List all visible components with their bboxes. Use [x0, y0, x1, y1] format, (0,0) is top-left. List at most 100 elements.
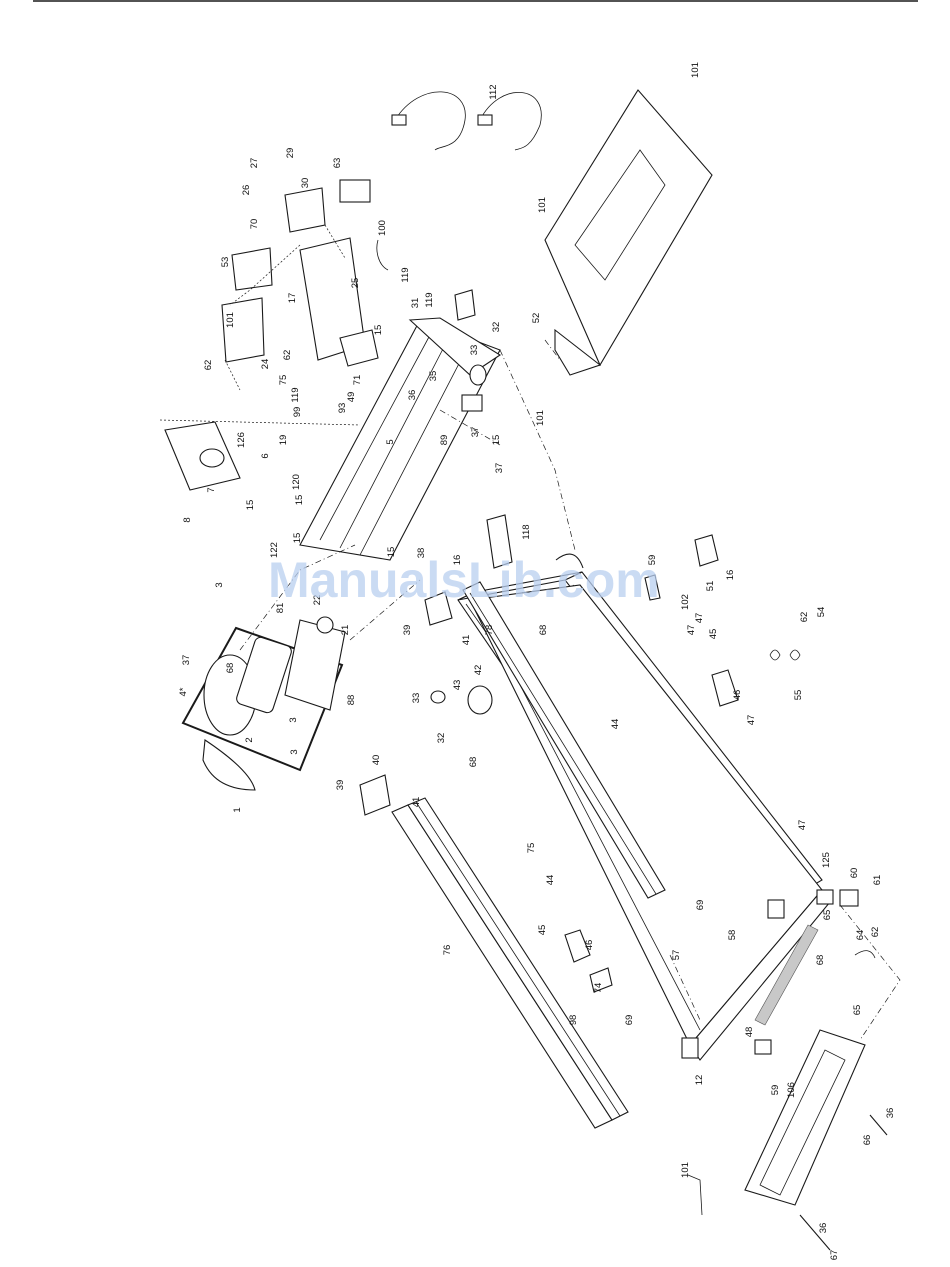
cord-102-b [479, 92, 542, 151]
callout-119-112: 119 [290, 387, 301, 402]
callout-36-37: 36 [885, 1108, 896, 1119]
callout-40-44: 40 [371, 755, 382, 766]
callout-text: 69 [624, 1015, 635, 1026]
callout-text: 74 [593, 983, 604, 994]
callout-75-92: 75 [278, 375, 289, 386]
callout-text: 4* [178, 687, 189, 696]
callout-text: 16 [725, 570, 736, 581]
callout-78-94: 78 [484, 625, 495, 636]
callout-62-73: 62 [799, 612, 810, 623]
callout-text: 12 [694, 1075, 705, 1086]
part-21 [316, 616, 334, 634]
callout-57-66: 57 [671, 950, 682, 961]
callout-text: 75 [526, 843, 537, 854]
callout-text: 15 [373, 325, 384, 336]
callout-text: 41 [461, 635, 472, 646]
callout-62-75: 62 [282, 350, 293, 361]
callout-text: 119 [290, 387, 301, 402]
callout-text: 6 [260, 453, 271, 458]
callout-text: 93 [337, 403, 348, 414]
callout-text: 36 [407, 390, 418, 401]
callout-text: 118 [521, 524, 532, 539]
callout-39-42: 39 [335, 780, 346, 791]
callout-text: 21 [340, 625, 351, 636]
foot-59-lower [754, 1039, 772, 1055]
callout-51-61: 51 [705, 581, 716, 592]
callout-text: 27 [249, 158, 260, 169]
callout-text: 15 [245, 500, 256, 511]
transformer-30 [284, 187, 326, 233]
callout-text: 45 [708, 629, 719, 640]
callout-65-79: 65 [852, 1005, 863, 1016]
callout-text: 119 [400, 267, 411, 282]
callout-66-80: 66 [862, 1135, 873, 1146]
callout-15-15: 15 [373, 325, 384, 336]
callout-text: 47 [686, 625, 697, 636]
rear-endcap-64 [744, 1029, 866, 1206]
callout-33-33: 33 [411, 693, 422, 704]
callout-text: 58 [727, 930, 738, 941]
callout-text: 71 [352, 375, 363, 386]
callout-100-101: 100 [377, 220, 388, 236]
callout-text: 69 [695, 900, 706, 911]
callout-text: 65 [822, 910, 833, 921]
callout-41-45: 41 [411, 797, 422, 808]
callout-text: 44 [610, 719, 621, 730]
callout-125-116: 125 [821, 852, 832, 868]
callout-49-60: 49 [346, 392, 357, 403]
callout-70-88: 70 [249, 219, 260, 230]
callout-text: 15 [292, 533, 303, 544]
callout-21-21: 21 [340, 625, 351, 636]
callout-text: 98 [568, 1015, 579, 1026]
callout-text: 61 [872, 875, 883, 886]
callout-44-50: 44 [545, 875, 556, 886]
side-rail-75-upper-groove [469, 592, 657, 895]
callout-text: 1 [232, 807, 243, 812]
callout-text: 15 [386, 547, 397, 558]
motor-hood-51 [544, 89, 713, 367]
side-rail-41-lower-groove [415, 801, 621, 1117]
callout-32-31: 32 [436, 733, 447, 744]
callout-text: 101 [535, 410, 546, 426]
callout-text: 78 [484, 625, 495, 636]
callout-71-89: 71 [352, 375, 363, 386]
callout-32-30: 32 [491, 322, 502, 333]
part-near-106 [555, 553, 584, 569]
callout-36-36: 36 [818, 1223, 829, 1234]
callout-text: 47 [694, 613, 705, 624]
pad-45-lower [564, 929, 591, 963]
leader-motor-to-frame [239, 544, 356, 651]
callout-47-57: 47 [746, 715, 757, 726]
callout-67-81: 67 [829, 1250, 840, 1261]
callout-text: 26 [241, 185, 252, 196]
callout-27-26: 27 [249, 158, 260, 169]
callout-68-82: 68 [225, 663, 236, 674]
callout-101-104: 101 [690, 62, 701, 78]
callout-text: 89 [439, 435, 450, 446]
callout-118-110: 118 [521, 524, 532, 539]
callout-89-97: 89 [439, 435, 450, 446]
callout-text: 67 [829, 1250, 840, 1261]
assembly-leaders [224, 224, 901, 1041]
cord-102-a [394, 91, 466, 151]
callout-text: 125 [821, 852, 832, 868]
callout-74-90: 74 [593, 983, 604, 994]
callout-68-84: 68 [538, 625, 549, 636]
callout-text: 59 [770, 1085, 781, 1096]
callout-42-47: 42 [473, 665, 484, 676]
bracket-49 [694, 534, 719, 567]
callout-48-59: 48 [744, 1027, 755, 1038]
clips-54 [769, 649, 801, 661]
callout-text: 44 [545, 875, 556, 886]
callout-text: 66 [862, 1135, 873, 1146]
callout-93-98: 93 [337, 403, 348, 414]
wire-98 [376, 239, 389, 271]
leader-bracket-down [224, 359, 241, 391]
callout-text: 45 [537, 925, 548, 936]
callout-text: 37 [181, 655, 192, 666]
callout-text: 63 [332, 158, 343, 169]
callout-text: 15 [491, 435, 502, 446]
callout-45-51: 45 [537, 925, 548, 936]
